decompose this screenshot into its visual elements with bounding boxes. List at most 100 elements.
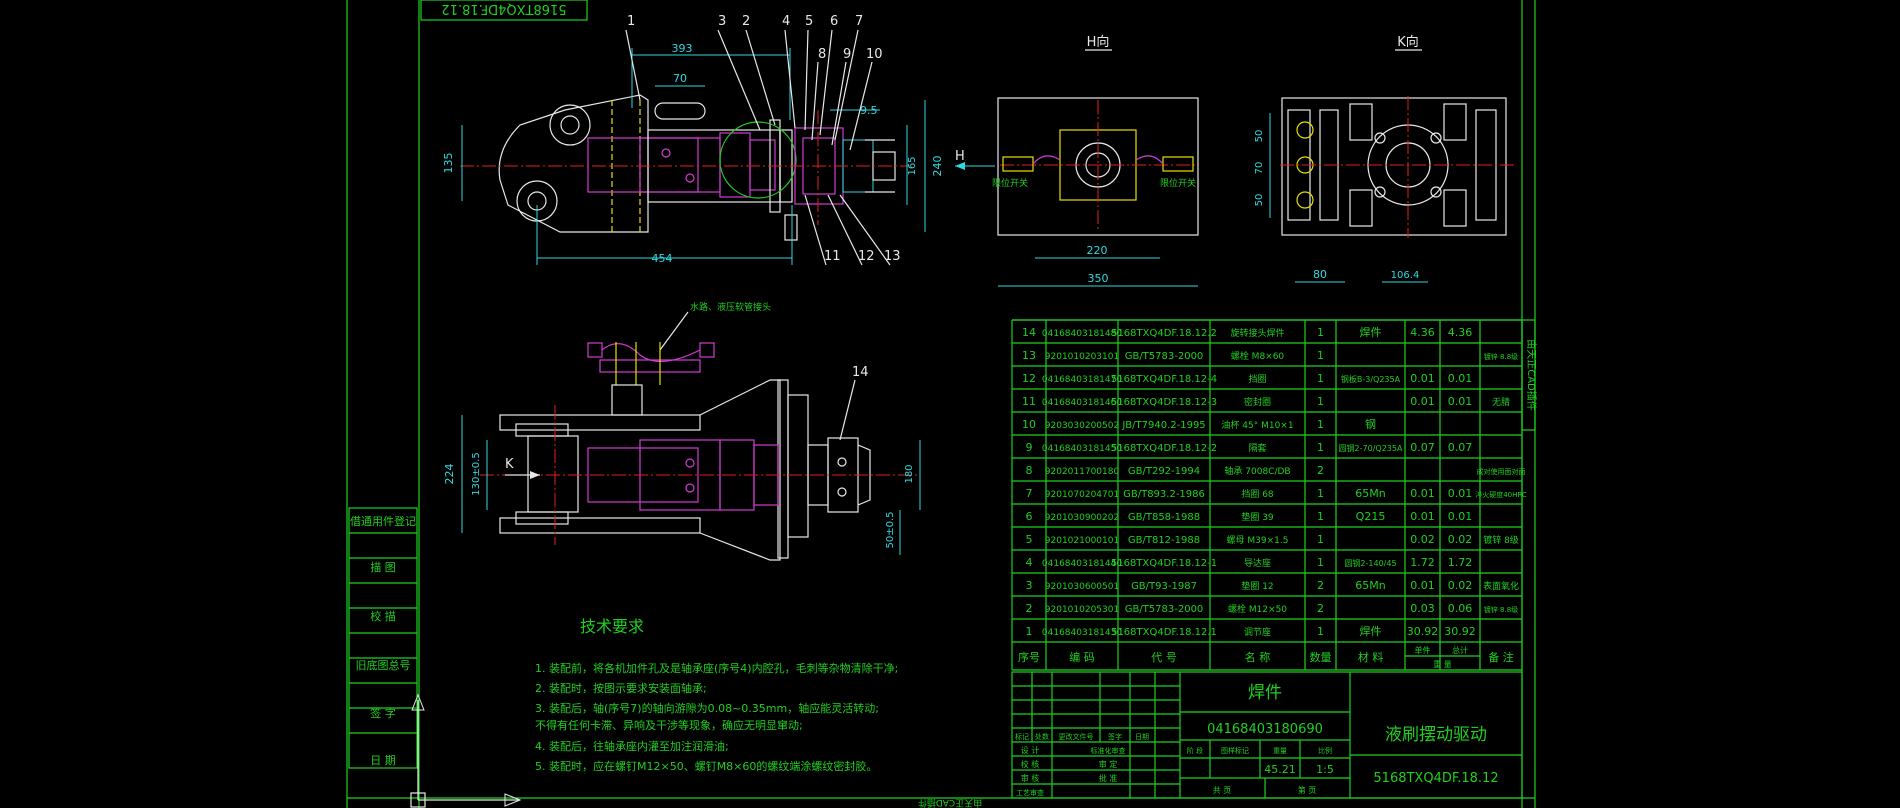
h-view: H向 限位开关 限位开关 220 350 [992,34,1199,287]
bom-cell: 04168403181450 [1042,444,1122,454]
bom-cell: 轴承 7008C/DB [1224,465,1290,477]
top-label: 5168TXQ4DF.18.12 [441,1,566,16]
tb-name: 液刷摆动驱动 [1385,725,1487,745]
tech-note-3b: 不得有任何卡滞、异响及干涉等现象，确应无明显窜动; [535,718,803,732]
tb-scale: 1:5 [1316,763,1334,776]
dim-454: 454 [652,252,673,265]
bom-cell: 圆钢2-140/45 [1344,558,1396,568]
balloon-14: 14 [852,365,869,380]
bom-cell: GB/T893.2-1986 [1123,489,1205,500]
bom-cell: 1.72 [1410,556,1435,569]
bom-cell: 1 [1317,441,1324,454]
bom-cell: 0.01 [1448,372,1473,385]
h-view-title: H向 [1087,34,1110,50]
bom-cell: 0.01 [1410,579,1435,592]
tb-role2-1: 标准化审查 [1091,746,1126,755]
tb-stage-2: 图样标记 [1221,746,1249,755]
bom-cell: Q215 [1356,510,1386,523]
side-label-s1: 借通用件登记 [350,514,416,528]
bom-cell: 14 [1022,326,1036,339]
side-label-column: 借通用件登记 描 图 校 描 旧底图总号 签 字 日 期 [348,507,418,769]
tb-code: 04168403180690 [1207,722,1323,737]
ucs-icon [410,693,522,808]
bom-cell: 0.01 [1448,510,1473,523]
bom-cell: 3 [1026,579,1033,592]
bom-cell: 螺母 M39×1.5 [1227,535,1289,546]
balloon-2: 2 [742,14,750,29]
balloon-6: 6 [830,14,838,29]
dim-106-4: 106.4 [1391,270,1420,281]
right-tab-text: 由天正CAD插件 [1525,339,1538,411]
bom-cell: 7 [1026,487,1033,500]
dim-224: 224 [443,464,456,485]
side-label-s2: 描 图 [370,560,396,574]
balloon-11: 11 [824,249,841,264]
tb-rev-col-3: 更改文件号 [1059,732,1094,741]
bom-cell: GB/T93-1987 [1131,581,1197,592]
bom-cell: 焊件 [1360,624,1382,638]
front-view: 393 70 9.5 135 240 165 454 H [442,29,995,266]
bom-cell: 4.36 [1448,326,1473,339]
bom-cell: 挡圈 68 [1241,488,1274,500]
bom-cell: 2 [1317,464,1324,477]
bom-cell: 04168403181430 [1042,628,1122,638]
bom-cell: 12 [1022,372,1036,385]
bom-cell: 垫圈 39 [1241,511,1274,523]
tb-role-3: 审 核 [1021,773,1040,783]
bom-cell: 钢 [1365,418,1376,431]
bom-cell: 04168403181470 [1042,375,1122,385]
bom-cell: 5168TXQ4DF.18.12-3 [1111,397,1217,408]
bom-cell: 1 [1026,625,1033,638]
technical-requirements: 技术要求 1. 装配前，将各机加件孔及是轴承座(序号4)内腔孔，毛刺等杂物清除干… [535,617,898,773]
bom-cell: 04168403181480 [1042,329,1122,339]
tb-stage-1: 阶 段 [1187,746,1203,755]
bom-cell: 10 [1022,418,1036,431]
balloon-8: 8 [818,47,826,62]
bom-cell: 镀锌 8级 [1483,534,1519,546]
bom-cell: 1 [1317,372,1324,385]
top-view: 水路、液压软管接头 K [443,301,921,561]
tb-role-4: 工艺审查 [1016,788,1044,797]
bom-cell: 9202011700180 [1045,467,1120,477]
dim-220: 220 [1087,244,1108,257]
bom-cell: 1 [1317,510,1324,523]
bom-cell: 65Mn [1355,487,1385,500]
tech-note-3: 3. 装配后，轴(序号7)的轴向游隙为0.08~0.35mm，轴应能灵活转动; [535,701,879,715]
tb-role-1: 设 计 [1021,745,1040,755]
dim-130: 130±0.5 [471,452,482,495]
bom-cell: 无腈 [1492,396,1510,408]
tb-sheet: 第 页 [1298,785,1317,795]
bom-cell: 0.01 [1448,487,1473,500]
bom-cell: 1 [1317,418,1324,431]
dim-240: 240 [931,156,944,177]
bom-cell: 2 [1317,602,1324,615]
bom-cell: 0.02 [1448,579,1473,592]
tech-title: 技术要求 [580,617,644,636]
bom-header-cell: 名 称 [1245,650,1271,664]
bom-cell: 0.02 [1448,533,1473,546]
bom-cell: 30.92 [1444,625,1476,638]
balloon-1: 1 [627,14,635,29]
bom-cell: 9201030900202 [1045,513,1119,523]
bom-cell: 0.07 [1448,441,1473,454]
bom-cell: 65Mn [1355,579,1385,592]
bom-cell: 5168TXQ4DF.18.12-4 [1111,374,1217,385]
side-label-s6: 日 期 [370,754,396,767]
bom-cell: 淬火硬度40HRC [1475,490,1527,499]
bom-header-cell: 代 号 [1151,651,1177,664]
bom-cell: 0.01 [1410,510,1435,523]
bom-cell: 0.01 [1410,487,1435,500]
bom-cell: 5168TXQ4DF.18.12.2 [1111,328,1217,339]
bom-cell: 1 [1317,487,1324,500]
bom-cell: 9201070204701 [1045,490,1119,500]
bom-cell: 表面氧化 [1483,580,1519,592]
dim-80: 80 [1313,268,1327,281]
bom-cell: 密封圈 [1244,396,1271,408]
bom-cell: 旋转接头焊件 [1230,327,1284,339]
bom-cell: 螺栓 M8×60 [1231,350,1285,362]
bom-cell: 0.02 [1410,533,1435,546]
bom-cell: 调节座 [1244,626,1271,638]
side-label-s3: 校 描 [370,609,396,623]
